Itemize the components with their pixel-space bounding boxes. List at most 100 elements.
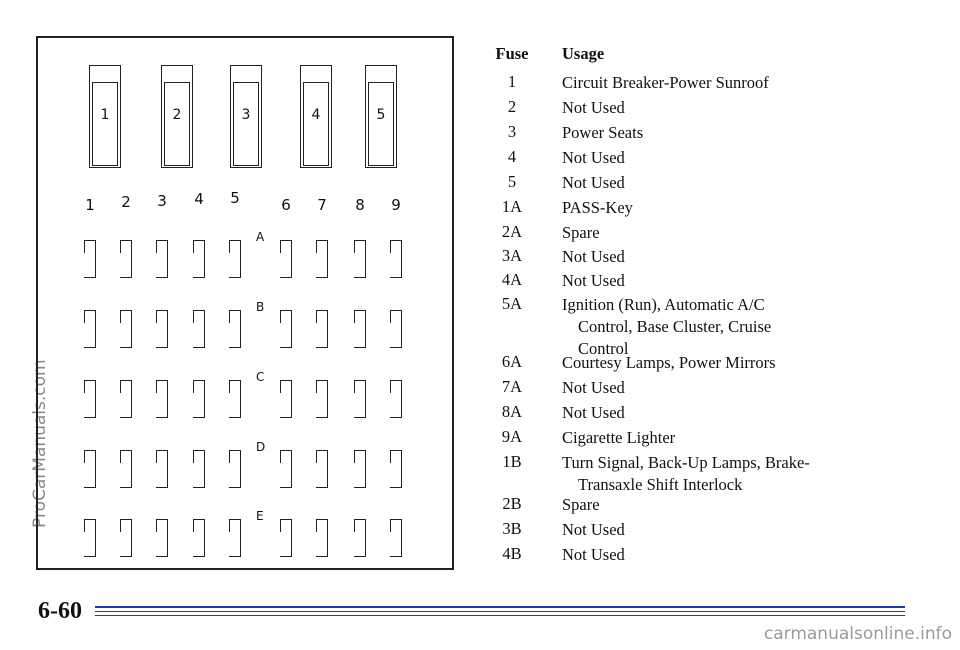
- mini-fuse-slot: [352, 519, 366, 557]
- mini-fuse-slot: [82, 310, 96, 348]
- mini-fuse-slot: [118, 240, 132, 278]
- mini-fuse-slot: [388, 240, 402, 278]
- large-fuse-4: 4: [300, 65, 332, 168]
- mini-fuse-slot: [388, 450, 402, 488]
- mini-fuse-slot: [82, 519, 96, 557]
- fuse-cell: 3: [507, 122, 517, 141]
- fuse-cell: 2A: [501, 222, 523, 241]
- fuse-cell: 1B: [502, 452, 522, 471]
- mini-fuse-slot: [314, 240, 328, 278]
- fuse-cell: 4A: [501, 270, 523, 289]
- mini-fuse-slot: [82, 450, 96, 488]
- fuse-cell: 5: [507, 172, 517, 191]
- page-number: 6-60: [38, 598, 82, 624]
- watermark-footer: carmanualsonline.info: [763, 624, 952, 644]
- column-number: 3: [157, 192, 167, 210]
- column-number: 7: [317, 196, 327, 214]
- usage-cell: Courtesy Lamps, Power Mirrors: [562, 353, 776, 372]
- column-number: 1: [85, 196, 95, 214]
- mini-fuse-slot: [154, 519, 168, 557]
- mini-fuse-slot: [278, 240, 292, 278]
- mini-fuse-slot: [388, 519, 402, 557]
- mini-fuse-slot: [352, 240, 366, 278]
- fuse-cell: 1: [507, 72, 517, 91]
- mini-fuse-slot: [227, 380, 241, 418]
- usage-cell: Not Used: [562, 545, 625, 564]
- usage-cell: Ignition (Run), Automatic A/C Control, B…: [562, 295, 772, 358]
- mini-fuse-slot: [388, 310, 402, 348]
- usage-cell: Not Used: [562, 520, 625, 539]
- page-footer: 6-60: [0, 590, 960, 630]
- mini-fuse-slot: [191, 240, 205, 278]
- fuse-cell: 4: [507, 147, 517, 166]
- column-number: 4: [194, 190, 204, 208]
- mini-fuse-slot: [227, 519, 241, 557]
- mini-fuse-slot: [227, 310, 241, 348]
- mini-fuse-slot: [388, 380, 402, 418]
- large-fuse-1: 1: [89, 65, 121, 168]
- usage-cell: Not Used: [562, 271, 625, 290]
- large-fuse-number: 5: [376, 107, 386, 123]
- large-fuse-number: 1: [100, 107, 110, 123]
- usage-cell: Not Used: [562, 378, 625, 397]
- usage-cell: Spare: [562, 223, 600, 242]
- mini-fuse-slot: [314, 380, 328, 418]
- usage-cell: Not Used: [562, 148, 625, 167]
- footer-rule: [95, 606, 905, 608]
- large-fuse-5: 5: [365, 65, 397, 168]
- fuse-cell: 2: [507, 97, 517, 116]
- fuse-cell: 2B: [502, 494, 522, 513]
- usage-cell: Turn Signal, Back-Up Lamps, Brake-Transa…: [562, 453, 810, 494]
- mini-fuse-slot: [154, 450, 168, 488]
- fuse-cell: 3B: [502, 519, 522, 538]
- column-number: 6: [281, 196, 291, 214]
- fuse-cell: 5A: [501, 294, 523, 313]
- usage-cell: Not Used: [562, 247, 625, 266]
- usage-cell: Not Used: [562, 98, 625, 117]
- fuse-cell: 9A: [501, 427, 523, 446]
- mini-fuse-slot: [191, 310, 205, 348]
- usage-cell: Not Used: [562, 173, 625, 192]
- usage-cell: Power Seats: [562, 123, 644, 142]
- row-letter: B: [256, 300, 265, 314]
- mini-fuse-slot: [352, 450, 366, 488]
- large-fuse-2: 2: [161, 65, 193, 168]
- fuse-cell: 7A: [501, 377, 523, 396]
- usage-cell: Cigarette Lighter: [562, 428, 676, 447]
- watermark-left: ProCarManuals.com: [6, 230, 50, 530]
- large-fuse-number: 4: [311, 107, 321, 123]
- row-letter: D: [256, 440, 266, 454]
- mini-fuse-slot: [278, 519, 292, 557]
- mini-fuse-slot: [82, 380, 96, 418]
- fuse-cell: 6A: [501, 352, 523, 371]
- mini-fuse-slot: [154, 380, 168, 418]
- mini-fuse-slot: [314, 519, 328, 557]
- mini-fuse-slot: [154, 310, 168, 348]
- mini-fuse-slot: [118, 310, 132, 348]
- large-fuse-number: 2: [172, 107, 182, 123]
- fuse-column-header: Fuse: [495, 44, 529, 63]
- fuse-cell: 3A: [501, 246, 523, 265]
- usage-column-header: Usage: [562, 44, 605, 63]
- mini-fuse-slot: [278, 450, 292, 488]
- row-letter: E: [256, 509, 264, 523]
- mini-fuse-slot: [352, 310, 366, 348]
- usage-cell: Circuit Breaker-Power Sunroof: [562, 73, 769, 92]
- footer-rule: [95, 611, 905, 612]
- footer-rule: [95, 615, 905, 616]
- row-letter: A: [256, 230, 265, 244]
- mini-fuse-slot: [278, 310, 292, 348]
- mini-fuse-slot: [118, 519, 132, 557]
- column-number: 9: [391, 196, 401, 214]
- fuse-cell: 1A: [501, 197, 523, 216]
- usage-cell: PASS-Key: [562, 198, 633, 217]
- mini-fuse-slot: [191, 380, 205, 418]
- mini-fuse-slot: [227, 240, 241, 278]
- large-fuse-number: 3: [241, 107, 251, 123]
- mini-fuse-slot: [191, 519, 205, 557]
- usage-cell: Spare: [562, 495, 600, 514]
- row-letter: C: [256, 370, 265, 384]
- mini-fuse-slot: [227, 450, 241, 488]
- usage-cell: Not Used: [562, 403, 625, 422]
